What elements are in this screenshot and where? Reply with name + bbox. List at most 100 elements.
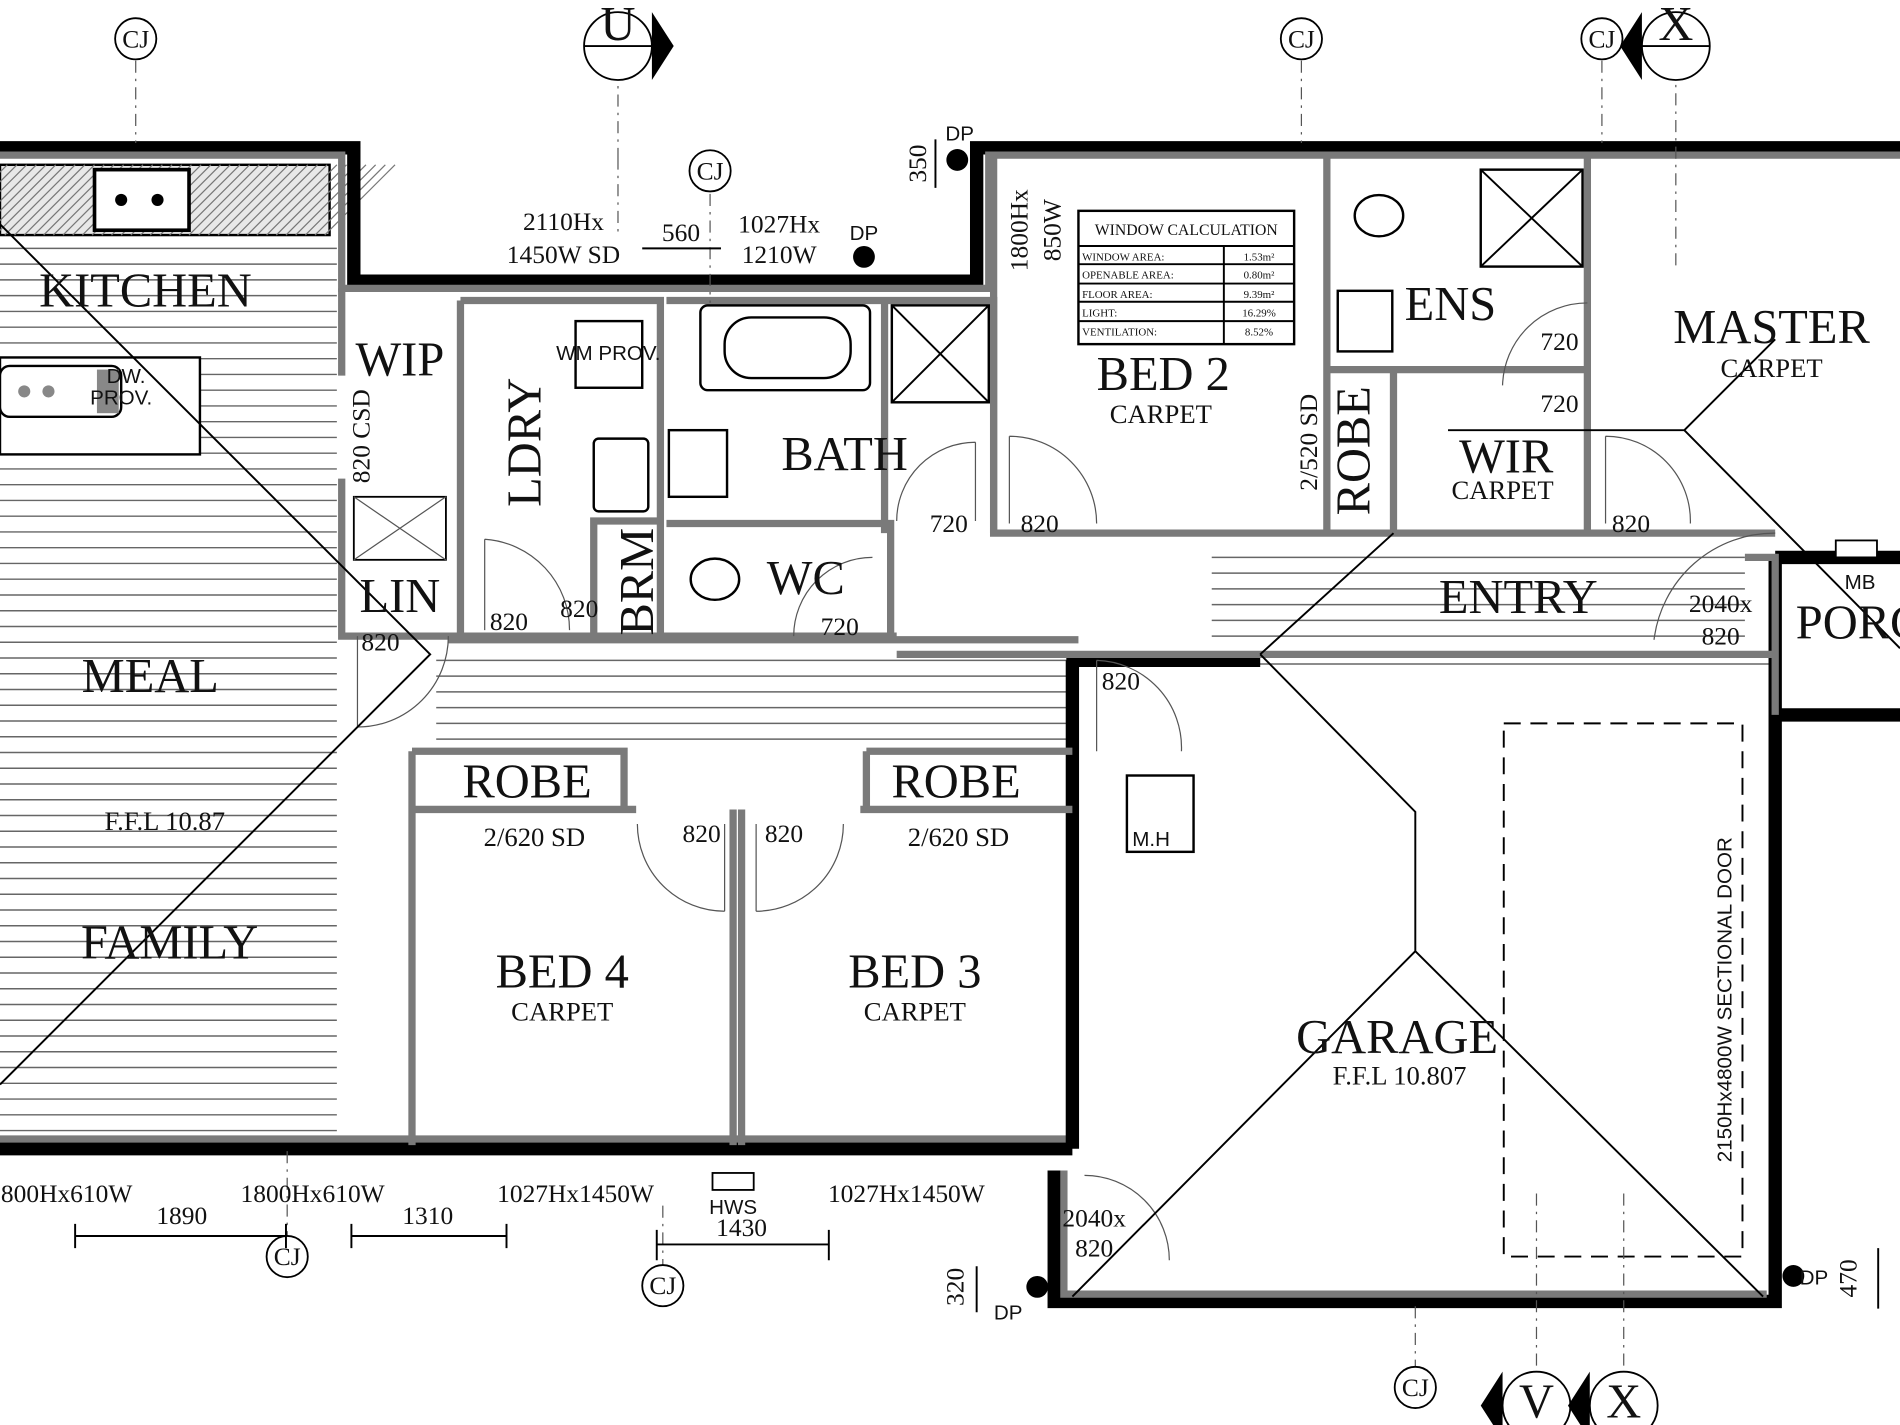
room-garage: GARAGE	[1296, 1011, 1498, 1064]
svg-text:CJ: CJ	[1288, 24, 1315, 53]
bench-hatch-line	[23, 164, 95, 236]
bench-hatch-line	[0, 164, 37, 203]
downpipe	[946, 149, 969, 171]
svg-text:2/620 SD: 2/620 SD	[908, 822, 1009, 852]
svg-text:CARPET: CARPET	[1110, 399, 1212, 429]
svg-text:820: 820	[1702, 622, 1740, 651]
svg-text:9.39m²: 9.39m²	[1244, 289, 1276, 301]
room-labels: KITCHEN WIP LDRY BATH ENS MASTER CARPET …	[39, 265, 1900, 1220]
bench-hatch-line	[227, 164, 299, 236]
svg-text:2150Hx4800W SECTIONAL DOOR: 2150Hx4800W SECTIONAL DOOR	[1714, 837, 1737, 1162]
svg-text:VENTILATION:: VENTILATION:	[1082, 327, 1157, 339]
bench-hatch-line	[4, 164, 76, 236]
manhole-label: M.H	[1132, 828, 1170, 851]
svg-text:2040x: 2040x	[1062, 1203, 1126, 1232]
bench-hatch-line	[0, 164, 66, 232]
svg-text:1450W SD: 1450W SD	[507, 240, 620, 269]
toilet-icon	[1353, 193, 1405, 238]
svg-text:1800Hx610W: 1800Hx610W	[241, 1179, 385, 1208]
room-ensuite: ENS	[1405, 278, 1497, 331]
downpipe	[853, 245, 875, 268]
svg-text:560: 560	[662, 218, 700, 247]
svg-text:1.53m²: 1.53m²	[1244, 252, 1276, 264]
hws-unit	[711, 1172, 755, 1191]
window-calculation-table: WINDOW CALCULATION WINDOW AREA: 1.53m² OP…	[1077, 209, 1296, 346]
svg-text:U: U	[600, 0, 635, 51]
svg-text:470: 470	[1833, 1259, 1862, 1297]
room-family: FAMILY	[81, 916, 258, 969]
svg-text:CJ: CJ	[122, 24, 149, 53]
svg-text:CARPET: CARPET	[1451, 475, 1553, 505]
cj-marker: CJ	[641, 1264, 685, 1308]
svg-text:16.29%: 16.29%	[1242, 307, 1276, 319]
bench-hatch-line	[246, 164, 318, 236]
svg-text:720: 720	[930, 509, 968, 538]
interior-walls	[338, 157, 1779, 1146]
dimension-lines	[74, 139, 1880, 1313]
svg-text:LIGHT:: LIGHT:	[1082, 307, 1117, 319]
room-meal: MEAL	[82, 650, 219, 703]
svg-text:1430: 1430	[716, 1213, 767, 1242]
grid-lines	[135, 60, 1677, 1370]
downpipe	[1026, 1275, 1049, 1298]
svg-text:820: 820	[1075, 1234, 1113, 1263]
svg-text:1800Hx: 1800Hx	[1005, 189, 1034, 271]
svg-text:CJ: CJ	[649, 1271, 676, 1300]
meter-box-label: MB	[1845, 571, 1876, 594]
svg-text:CJ: CJ	[697, 156, 724, 185]
svg-text:CJ: CJ	[274, 1242, 301, 1271]
svg-text:720: 720	[821, 612, 859, 641]
svg-text:1310: 1310	[402, 1201, 453, 1230]
svg-text:DP: DP	[994, 1302, 1023, 1325]
cj-marker: CJ	[265, 1235, 309, 1279]
room-wip: WIP	[355, 334, 444, 387]
svg-text:350: 350	[903, 145, 932, 183]
bench-hatch-line	[266, 164, 338, 236]
bench-hatch-line	[0, 164, 18, 183]
svg-text:820: 820	[490, 607, 528, 636]
section-marker-x: X	[1620, 0, 1711, 81]
svg-text:OPENABLE AREA:: OPENABLE AREA:	[1082, 270, 1174, 282]
bench-hatch-line	[237, 164, 309, 236]
svg-text:820: 820	[1102, 666, 1140, 695]
svg-text:820: 820	[683, 819, 721, 848]
cj-marker: CJ	[114, 17, 158, 61]
room-bed2: BED 2	[1097, 348, 1230, 401]
svg-text:X: X	[1658, 0, 1693, 51]
svg-text:WINDOW AREA:: WINDOW AREA:	[1082, 252, 1164, 264]
downpipe	[1782, 1265, 1805, 1287]
dimension-labels: 2110Hx 1450W SD 560 1027Hx 1210W DP 350 …	[1, 123, 1862, 1325]
room-robe-bed4: ROBE	[462, 755, 591, 808]
svg-text:DP: DP	[850, 222, 879, 245]
room-kitchen: KITCHEN	[39, 265, 252, 318]
svg-text:1027Hx1450W: 1027Hx1450W	[497, 1179, 654, 1208]
cj-markers: CJ CJ CJ CJ CJ CJ CJ	[114, 17, 1624, 1409]
cj-marker: CJ	[1580, 17, 1624, 61]
cj-marker: CJ	[1393, 1365, 1437, 1409]
svg-text:8.52%: 8.52%	[1245, 327, 1273, 339]
svg-text:X: X	[1606, 1376, 1641, 1425]
room-linen: LIN	[360, 570, 441, 623]
room-entry: ENTRY	[1439, 571, 1598, 624]
window-calc-title: WINDOW CALCULATION	[1095, 222, 1279, 239]
svg-text:820: 820	[361, 628, 399, 657]
bench-hatch-line	[207, 164, 280, 236]
svg-text:FLOOR AREA:: FLOOR AREA:	[1082, 289, 1153, 301]
svg-text:DP: DP	[945, 123, 974, 146]
svg-text:320: 320	[940, 1268, 969, 1306]
svg-text:820: 820	[1612, 509, 1650, 538]
svg-text:1027Hx1450W: 1027Hx1450W	[828, 1179, 985, 1208]
cj-marker: CJ	[1279, 17, 1323, 61]
sink-icon	[0, 364, 123, 419]
svg-text:1210W: 1210W	[742, 240, 817, 269]
bench-hatch-line	[198, 164, 270, 236]
bench-hatch-line	[178, 164, 251, 236]
bench-hatch-line	[0, 164, 28, 193]
room-robe-bed3: ROBE	[891, 755, 1020, 808]
section-marker-x2: X	[1567, 1370, 1659, 1425]
room-wir: WIR	[1459, 431, 1554, 484]
section-marker-u: U	[583, 0, 674, 81]
room-broom: BRM	[611, 528, 664, 636]
room-wc: WC	[767, 552, 845, 605]
svg-text:2/520 SD: 2/520 SD	[1294, 394, 1323, 491]
